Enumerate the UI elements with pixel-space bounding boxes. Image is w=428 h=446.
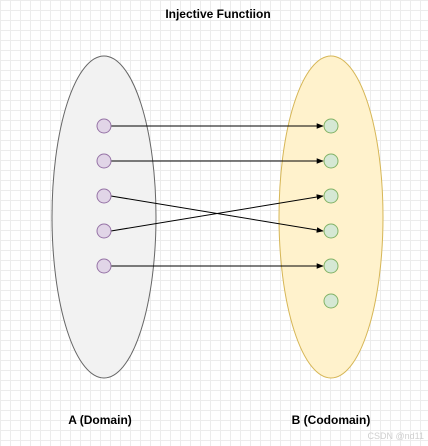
codomain-set-ellipse xyxy=(278,55,384,379)
codomain-set-label: B (Codomain) xyxy=(292,413,371,427)
domain-element-1 xyxy=(96,118,112,134)
domain-set-ellipse xyxy=(51,55,157,379)
codomain-element-2 xyxy=(323,153,339,169)
mapping-arrow-4-to-3 xyxy=(110,194,324,232)
domain-elements xyxy=(96,118,112,274)
domain-element-2 xyxy=(96,153,112,169)
codomain-element-6 xyxy=(323,293,339,309)
domain-set-label: A (Domain) xyxy=(68,413,132,427)
codomain-element-4 xyxy=(323,223,339,239)
domain-element-3 xyxy=(96,188,112,204)
domain-element-4 xyxy=(96,223,112,239)
domain-element-5 xyxy=(96,258,112,274)
diagram-title: Injective Functiion xyxy=(165,7,270,21)
codomain-elements xyxy=(323,118,339,309)
codomain-element-1 xyxy=(323,118,339,134)
mapping-arrows xyxy=(110,123,324,269)
codomain-element-5 xyxy=(323,258,339,274)
codomain-element-3 xyxy=(323,188,339,204)
watermark: CSDN @nd11 xyxy=(368,431,425,441)
